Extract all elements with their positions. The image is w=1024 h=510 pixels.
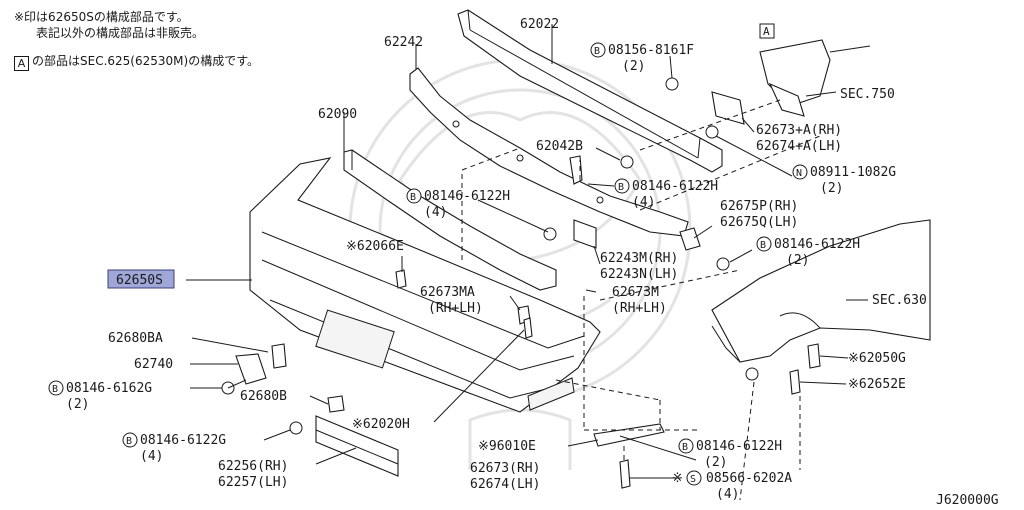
symbol-s-text: S bbox=[690, 474, 696, 485]
symbol-b bbox=[590, 42, 606, 58]
label-62243n: 62243N(LH) bbox=[600, 267, 678, 282]
leader-lines bbox=[186, 24, 868, 479]
label-08146-6122h-d: 08146-6122H bbox=[696, 439, 782, 454]
symbol-b bbox=[122, 432, 138, 448]
part-side-bracket-sec625 bbox=[759, 39, 871, 117]
label-sec750: SEC.750 bbox=[840, 87, 895, 102]
symbol-b-text: B bbox=[760, 240, 766, 251]
label-62020h: ※62020H bbox=[352, 417, 410, 432]
label-62042b: 62042B bbox=[536, 139, 583, 154]
note-line-1: ※印は62650Sの構成部品です。 bbox=[14, 10, 189, 24]
symbol-asterisk: ※ bbox=[672, 471, 683, 486]
label-08146-6122h-b-qty: (4) bbox=[632, 195, 655, 210]
label-62740: 62740 bbox=[134, 357, 173, 372]
label-08156-8161f: 08156-8161F bbox=[608, 43, 694, 58]
label-62050g: ※62050G bbox=[848, 351, 906, 366]
part-62740-bracket bbox=[221, 343, 287, 395]
label-08146-6122h-a: 08146-6122H bbox=[424, 189, 510, 204]
symbol-n bbox=[792, 164, 808, 180]
part-62022-reinforcement bbox=[457, 9, 723, 173]
label-62650s: 62650S bbox=[116, 273, 163, 288]
label-62673ma: 62673MA bbox=[420, 285, 475, 300]
label-08146-6162g: 08146-6162G bbox=[66, 381, 152, 396]
symbol-b-text: B bbox=[410, 192, 416, 203]
label-62673rh: 62673(RH) bbox=[470, 461, 540, 476]
part-62242-bracket bbox=[409, 67, 689, 237]
label-62675p: 62675P(RH) bbox=[720, 199, 798, 214]
label-62022: 62022 bbox=[520, 17, 559, 32]
part-fender-sec630 bbox=[711, 219, 931, 363]
symbol-b bbox=[614, 178, 630, 194]
box-a-marker bbox=[759, 23, 775, 39]
label-62674a: 62674+A(LH) bbox=[756, 139, 842, 154]
label-08146-6122h-c-qty: (2) bbox=[786, 253, 809, 268]
label-08146-6122g: 08146-6122G bbox=[140, 433, 226, 448]
label-62242: 62242 bbox=[384, 35, 423, 50]
label-62090: 62090 bbox=[318, 107, 357, 122]
label-08146-6122h-b: 08146-6122H bbox=[632, 179, 718, 194]
label-62680b: 62680B bbox=[240, 389, 287, 404]
highlight-62650s bbox=[107, 269, 175, 289]
note-line-3-text: の部品はSEC.625(62530M)の構成です。 bbox=[32, 54, 259, 68]
label-62673ma-side: (RH+LH) bbox=[428, 301, 483, 316]
symbol-b-text: B bbox=[126, 436, 132, 447]
callout-labels: 62022 62242 62090 62650S 62680BA 62740 B… bbox=[48, 17, 999, 508]
label-62256: 62256(RH) bbox=[218, 459, 288, 474]
label-08911-1082g-qty: (2) bbox=[820, 181, 843, 196]
label-62674lh: 62674(LH) bbox=[470, 477, 540, 492]
label-08911-1082g: 08911-1082G bbox=[810, 165, 896, 180]
symbol-b-text: B bbox=[682, 442, 688, 453]
label-62675q: 62675Q(LH) bbox=[720, 215, 798, 230]
label-08156-8161f-qty: (2) bbox=[622, 59, 645, 74]
symbol-b bbox=[756, 236, 772, 252]
note-line-2: 表記以外の構成部品は非販売。 bbox=[36, 26, 205, 40]
part-62650s-fascia bbox=[249, 157, 601, 413]
label-62243m: 62243M(RH) bbox=[600, 251, 678, 266]
symbol-b bbox=[406, 188, 422, 204]
symbol-s bbox=[686, 470, 702, 486]
symbol-n-text: N bbox=[796, 168, 802, 179]
label-08566-6202a: 08566-6202A bbox=[706, 471, 792, 486]
symbol-b bbox=[48, 380, 64, 396]
diagram-id: J620000G bbox=[936, 493, 999, 508]
label-08566-6202a-qty: (4) bbox=[716, 487, 739, 502]
label-08146-6162g-qty: (2) bbox=[66, 397, 89, 412]
label-62257: 62257(LH) bbox=[218, 475, 288, 490]
label-08146-6122h-c: 08146-6122H bbox=[774, 237, 860, 252]
label-62673m: 62673M bbox=[612, 285, 659, 300]
part-62256-lower-bracket bbox=[289, 395, 399, 477]
lower-right-clips bbox=[593, 343, 821, 489]
label-sec630: SEC.630 bbox=[872, 293, 927, 308]
alignment-lines bbox=[461, 99, 821, 501]
symbol-b-text: B bbox=[594, 46, 600, 57]
label-96010e: ※96010E bbox=[478, 439, 536, 454]
symbol-b-text: B bbox=[52, 384, 58, 395]
label-62673m-side: (RH+LH) bbox=[612, 301, 667, 316]
box-a-badge: A bbox=[14, 56, 29, 71]
label-08146-6122h-a-qty: (4) bbox=[424, 205, 447, 220]
symbol-b-text: B bbox=[618, 182, 624, 193]
symbol-b bbox=[678, 438, 694, 454]
label-08146-6122h-d-qty: (2) bbox=[704, 455, 727, 470]
box-a-marker-text: A bbox=[763, 25, 770, 38]
label-08146-6122g-qty: (4) bbox=[140, 449, 163, 464]
label-62680ba: 62680BA bbox=[108, 331, 163, 346]
label-62066e: ※62066E bbox=[346, 239, 404, 254]
label-62652e: ※62652E bbox=[848, 377, 906, 392]
label-62673a: 62673+A(RH) bbox=[756, 123, 842, 138]
